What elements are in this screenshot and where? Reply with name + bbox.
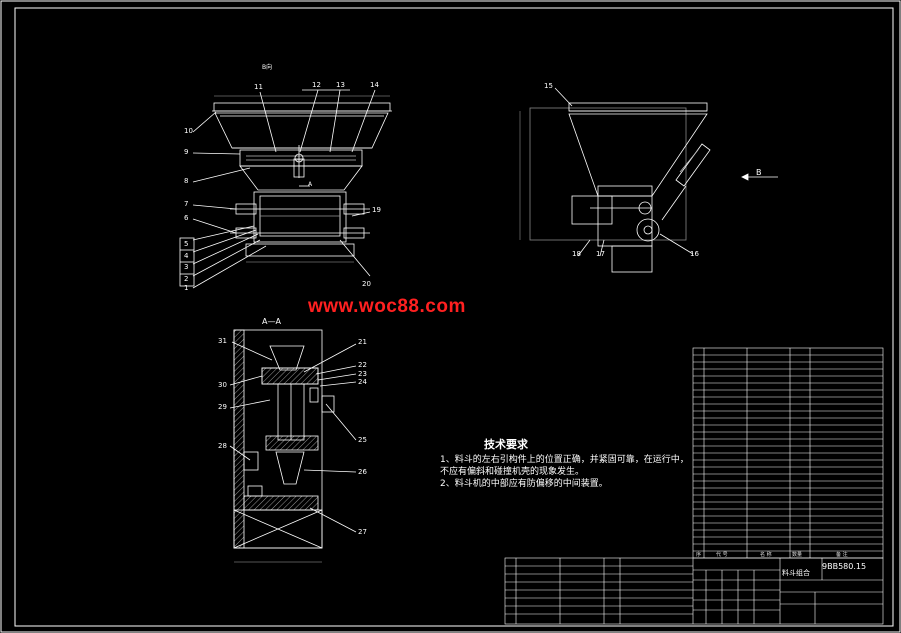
- part-label: 4: [184, 252, 189, 260]
- part-label: 22: [358, 361, 367, 369]
- part-label: 3: [184, 263, 189, 271]
- part-label: 20: [362, 280, 371, 288]
- part-label: 29: [218, 403, 227, 411]
- part-label: 9: [184, 148, 189, 156]
- part-label: 16: [690, 250, 699, 258]
- part-label: 13: [336, 81, 345, 89]
- section-aa-view: [229, 329, 357, 563]
- part-label: 31: [218, 337, 227, 345]
- part-label: 12: [312, 81, 321, 89]
- view-b-top-label: B向: [262, 64, 273, 71]
- title-block: [504, 557, 884, 625]
- part-label: 15: [544, 82, 553, 90]
- watermark: www.woc88.com: [308, 296, 466, 317]
- bom-header-cell: 备 注: [836, 552, 848, 558]
- part-label: 18: [572, 250, 581, 258]
- part-label: 23: [358, 370, 367, 378]
- drawing-code: 9BB580.15: [822, 562, 867, 571]
- bom-header-cell: 名 称: [760, 552, 772, 558]
- part-label: 28: [218, 442, 227, 450]
- part-label: 26: [358, 468, 367, 476]
- part-label: 25: [358, 436, 367, 444]
- front-view: [179, 89, 392, 289]
- bom-header-cell: 代 号: [716, 552, 728, 558]
- part-label: 6: [184, 214, 189, 222]
- part-label: 19: [372, 206, 381, 214]
- view-b-label: B: [756, 168, 762, 177]
- part-label: 2: [184, 275, 189, 283]
- part-label: 21: [358, 338, 367, 346]
- part-label: 27: [358, 528, 367, 536]
- part-label: 10: [184, 127, 193, 135]
- bom-table: [692, 347, 884, 559]
- tech-requirements-title: 技术要求: [484, 438, 528, 451]
- tech-line-1: 1、料斗的左右引构件上的位置正确，并紧固可靠，在运行中，: [440, 455, 689, 465]
- part-label: 11: [254, 83, 263, 91]
- tech-line-2: 不应有偏斜和碰撞机壳的现象发生。: [440, 467, 585, 477]
- bom-header-cell: 数量: [792, 552, 803, 558]
- bom-header-cell: 序: [696, 552, 702, 558]
- part-label: 24: [358, 378, 367, 386]
- section-aa-title: A—A: [262, 317, 281, 326]
- tech-line-3: 2、料斗机的中部应有防偏移的中间装置。: [440, 479, 608, 489]
- part-label: 30: [218, 381, 227, 389]
- part-label: 8: [184, 177, 189, 185]
- part-label: 7: [184, 200, 189, 208]
- drawing-name: 料斗组合: [782, 569, 810, 577]
- part-label: 1: [184, 284, 189, 292]
- side-view: [519, 87, 778, 273]
- arrow-a-label: A: [308, 181, 313, 188]
- part-label: 14: [370, 81, 379, 89]
- inner-frame: [14, 7, 894, 627]
- part-label: 17: [596, 250, 605, 258]
- part-label: 5: [184, 240, 189, 248]
